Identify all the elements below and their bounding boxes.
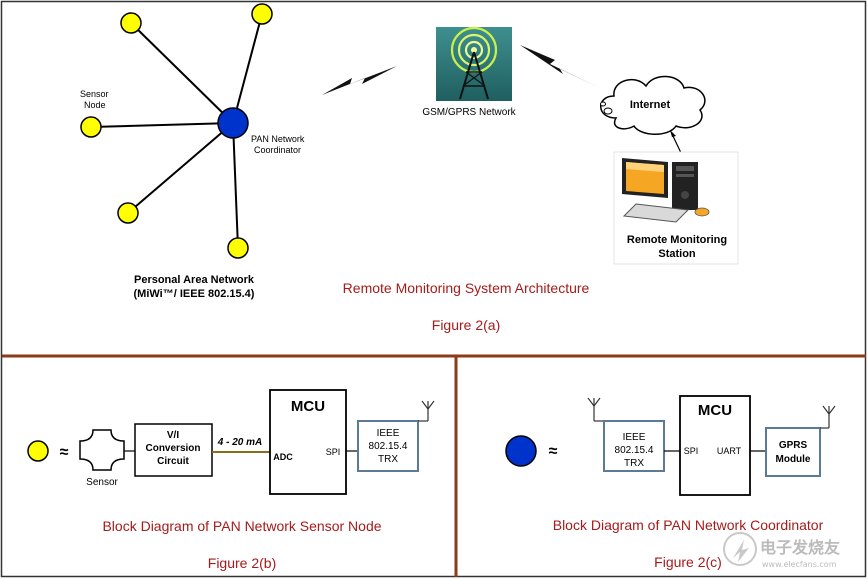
- mcu-box: [269, 389, 347, 495]
- trx-label-1: IEEE: [377, 428, 400, 439]
- trx-label-3: TRX: [624, 458, 644, 469]
- watermark-text: 电子发烧友: [760, 538, 841, 557]
- ieee-trx-box: [603, 420, 665, 472]
- left-caption: Block Diagram of PAN Network Sensor Node: [102, 518, 381, 534]
- trx-label-2: 802.15.4: [369, 441, 408, 452]
- mcu-box: [679, 395, 751, 496]
- antenna-icon: [418, 400, 435, 422]
- approx-symbol: ≈: [60, 444, 69, 461]
- spi-label: SPI: [684, 446, 699, 456]
- pan-coordinator-label-1: PAN Network: [251, 134, 305, 144]
- sensor-label: Sensor: [86, 477, 118, 488]
- pan-title-1: Personal Area Network: [134, 274, 255, 286]
- right-caption: Block Diagram of PAN Network Coordinator: [553, 517, 824, 533]
- approx-symbol: ≈: [549, 443, 558, 460]
- sensor-node-circle: [80, 116, 102, 138]
- current-label: 4 - 20 mA: [217, 437, 262, 448]
- adc-label: ADC: [273, 452, 293, 462]
- watermark-url: www.elecfans.com: [762, 560, 837, 569]
- figure-2a-label: Figure 2(a): [432, 317, 500, 333]
- top-caption: Remote Monitoring System Architecture: [343, 280, 590, 296]
- link-line: [130, 22, 234, 124]
- trx-label-1: IEEE: [623, 432, 646, 443]
- antenna-icon: [820, 405, 836, 429]
- sensor-node-circle: [227, 237, 249, 259]
- sensor-icon: [79, 429, 125, 471]
- link-line: [232, 122, 239, 249]
- gsm-network-label: GSM/GPRS Network: [422, 107, 516, 118]
- vi-label-1: V/I: [167, 430, 179, 441]
- mcu-label: MCU: [291, 398, 325, 415]
- gprs-label-2: Module: [776, 454, 811, 465]
- link-line: [127, 122, 234, 214]
- mcu-label: MCU: [698, 402, 732, 419]
- link-line: [90, 122, 234, 128]
- sensor-node-circle: [117, 202, 139, 224]
- remote-station-label-2: Station: [658, 248, 696, 260]
- sensor-node-label-1: Sensor: [80, 89, 109, 99]
- antenna-icon: [587, 397, 604, 422]
- sensor-node-circle: [251, 3, 273, 25]
- internet-label: Internet: [630, 99, 671, 111]
- uart-label: UART: [717, 446, 742, 456]
- figure-2b-label: Figure 2(b): [208, 555, 276, 571]
- sensor-node-label-2: Node: [84, 100, 106, 110]
- trx-label-3: TRX: [378, 454, 398, 465]
- computer-icon: [613, 151, 739, 265]
- trx-label-2: 802.15.4: [615, 445, 654, 456]
- gprs-module-box: [765, 427, 821, 477]
- remote-station-label-1: Remote Monitoring: [627, 234, 727, 246]
- pan-title-2: (MiWi™/ IEEE 802.15.4): [134, 288, 255, 300]
- sensor-node-circle: [120, 12, 142, 34]
- vi-label-3: Circuit: [157, 456, 189, 467]
- gprs-label-1: GPRS: [779, 440, 808, 451]
- wireless-link-left-icon: [322, 66, 397, 95]
- elecfans-watermark-logo: [723, 532, 757, 566]
- link-line: [232, 13, 263, 124]
- vi-label-2: Conversion: [145, 443, 200, 454]
- internet-cloud-icon: [600, 75, 706, 135]
- pan-star-network: [80, 3, 273, 259]
- figure-2c-label: Figure 2(c): [654, 554, 722, 570]
- pan-coordinator-label-2: Coordinator: [254, 145, 301, 155]
- spi-label: SPI: [326, 447, 341, 457]
- wireless-link-right-icon: [520, 45, 600, 88]
- gsm-tower-icon: [436, 26, 512, 101]
- pan-coordinator-circle: [505, 435, 537, 467]
- ieee-trx-box: [357, 420, 419, 472]
- pan-coordinator-circle: [217, 107, 249, 139]
- sensor-node-circle: [27, 440, 49, 462]
- vi-conversion-box: [134, 423, 213, 477]
